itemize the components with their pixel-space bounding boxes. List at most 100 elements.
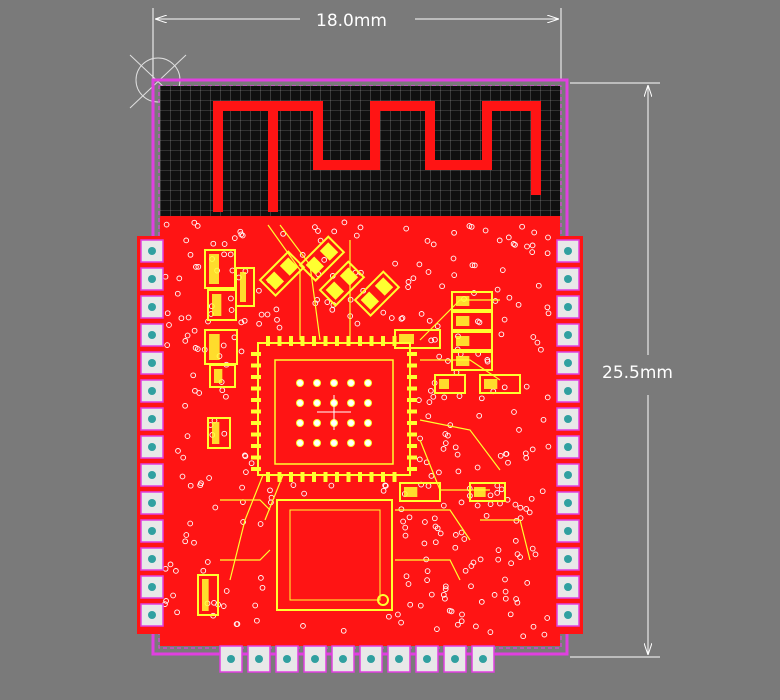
edge-pad[interactable]: [303, 645, 327, 673]
smd-component: [451, 311, 493, 331]
edge-pad[interactable]: [556, 323, 580, 347]
edge-pad[interactable]: [556, 547, 580, 571]
smd-component: [479, 374, 521, 394]
chip-pin: [251, 363, 261, 368]
pcb-antenna-trace: [213, 101, 541, 212]
edge-pad[interactable]: [387, 645, 411, 673]
edge-pad[interactable]: [556, 351, 580, 375]
edge-pad[interactable]: [556, 267, 580, 291]
edge-pad[interactable]: [140, 547, 164, 571]
chip-pin: [251, 398, 261, 402]
chip-pin: [407, 467, 417, 471]
edge-pad[interactable]: [415, 645, 439, 673]
chip-pin: [407, 432, 417, 437]
edge-pad[interactable]: [556, 295, 580, 319]
edge-pad[interactable]: [247, 645, 271, 673]
chip-pin: [369, 336, 374, 346]
chip-pin: [266, 336, 270, 346]
smd-component: [207, 417, 231, 449]
edge-pad[interactable]: [556, 463, 580, 487]
edge-pad[interactable]: [140, 603, 164, 627]
edge-pad[interactable]: [556, 435, 580, 459]
smd-component: [469, 482, 506, 502]
chip-pin: [335, 472, 339, 482]
edge-pad[interactable]: [140, 323, 164, 347]
edge-pad[interactable]: [556, 519, 580, 543]
edge-pad[interactable]: [140, 575, 164, 599]
chip-pin: [392, 472, 397, 482]
edge-pad[interactable]: [471, 645, 495, 673]
edge-pad[interactable]: [140, 463, 164, 487]
edge-pad[interactable]: [140, 435, 164, 459]
edge-pad[interactable]: [140, 379, 164, 403]
chip-pin: [381, 472, 385, 482]
smd-component: [197, 574, 219, 616]
chip-pin: [251, 467, 261, 471]
smd-component: [434, 374, 466, 394]
width-dimension-label: 18.0mm: [312, 11, 391, 31]
chip-pin: [407, 363, 417, 368]
chip-pin: [300, 336, 305, 346]
smd-component: [399, 482, 441, 502]
chip-pin: [277, 472, 282, 482]
right-edge-pads: [556, 239, 580, 627]
passive-components: [197, 235, 521, 616]
chip-pin: [251, 444, 261, 448]
chip-pin: [251, 432, 261, 437]
edge-pad[interactable]: [359, 645, 383, 673]
chip-pin: [407, 386, 417, 391]
chip-pin: [251, 421, 261, 425]
mcu-chip[interactable]: [251, 336, 417, 482]
chip-pin: [346, 336, 351, 346]
chip-pin: [358, 472, 362, 482]
chip-pin: [407, 352, 417, 356]
chip-pin: [300, 472, 305, 482]
chip-pin: [407, 421, 417, 425]
chip-pin: [312, 336, 316, 346]
edge-pad[interactable]: [219, 645, 243, 673]
edge-pad[interactable]: [275, 645, 299, 673]
edge-pad[interactable]: [140, 491, 164, 515]
edge-pad[interactable]: [331, 645, 355, 673]
crystal-component[interactable]: [276, 499, 393, 611]
smd-component: [209, 364, 236, 388]
edge-pad[interactable]: [556, 491, 580, 515]
edge-pad[interactable]: [140, 519, 164, 543]
height-dimension-label: 25.5mm: [598, 363, 677, 383]
chip-pin: [407, 398, 417, 402]
chip-pin: [407, 409, 417, 414]
chip-pin: [407, 375, 417, 379]
edge-pad[interactable]: [556, 239, 580, 263]
chip-pin: [346, 472, 351, 482]
smd-component: [235, 267, 255, 307]
chip-pin: [407, 444, 417, 448]
chip-pin: [323, 472, 328, 482]
chip-pin: [251, 375, 261, 379]
chip-pin: [381, 336, 385, 346]
smd-component: [258, 250, 306, 297]
edge-pad[interactable]: [556, 603, 580, 627]
smd-component: [451, 331, 493, 351]
edge-pad[interactable]: [556, 575, 580, 599]
thermal-vias: [296, 379, 372, 447]
chip-pin: [358, 336, 362, 346]
chip-pin: [289, 336, 293, 346]
edge-pad[interactable]: [140, 295, 164, 319]
chip-pin: [277, 336, 282, 346]
left-edge-pads: [140, 239, 164, 627]
chip-pins: [251, 336, 417, 482]
edge-pad[interactable]: [140, 407, 164, 431]
edge-pad[interactable]: [140, 351, 164, 375]
smd-component: [451, 351, 493, 371]
chip-pin: [323, 336, 328, 346]
edge-pad[interactable]: [443, 645, 467, 673]
smd-component: [451, 291, 493, 311]
edge-pad[interactable]: [556, 379, 580, 403]
edge-pad[interactable]: [140, 239, 164, 263]
chip-pin: [335, 336, 339, 346]
edge-pad[interactable]: [140, 267, 164, 291]
edge-pad[interactable]: [556, 407, 580, 431]
smd-component: [318, 260, 366, 307]
